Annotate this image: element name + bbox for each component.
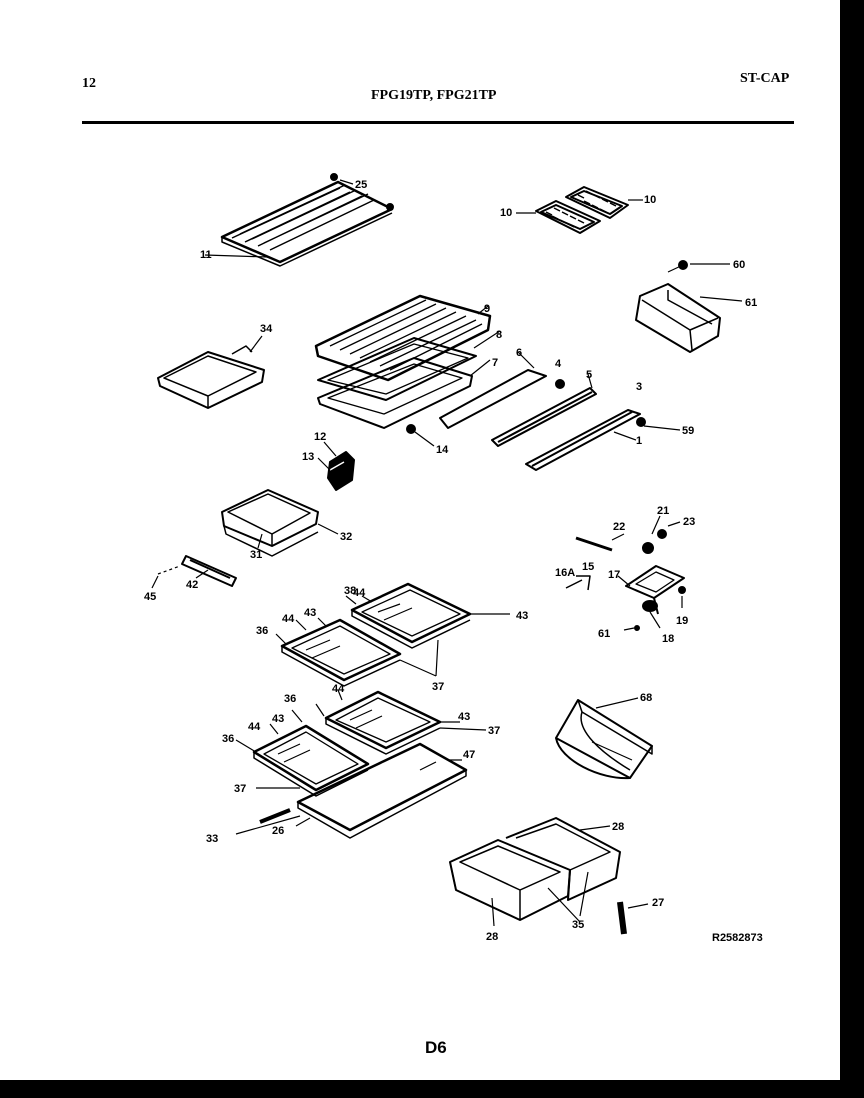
callout-16a: 16A xyxy=(555,567,575,579)
callout-13: 13 xyxy=(302,451,314,463)
page-number: 12 xyxy=(82,76,96,91)
slide-rail-part xyxy=(525,409,641,471)
lower-glass-shelf-part xyxy=(252,690,468,839)
callout-31: 31 xyxy=(250,549,262,561)
header-rule xyxy=(82,121,794,124)
callout-8: 8 xyxy=(496,329,502,341)
callout-28: 28 xyxy=(486,931,498,943)
callout-27: 27 xyxy=(652,897,664,909)
ice-tray-part xyxy=(535,186,629,234)
callout-15: 15 xyxy=(582,561,594,573)
callout-36: 36 xyxy=(284,693,296,705)
page-code: D6 xyxy=(425,1038,447,1057)
callout-6: 6 xyxy=(516,347,522,359)
shelf-rail-part xyxy=(439,369,547,429)
hinge-cam-part xyxy=(327,451,355,491)
callout-21: 21 xyxy=(657,505,669,517)
callout-11: 11 xyxy=(200,249,212,261)
callout-5: 5 xyxy=(586,369,592,381)
callout-44: 44 xyxy=(353,587,366,599)
callout-42: 42 xyxy=(186,579,198,591)
callout-37: 37 xyxy=(234,783,246,795)
shelf-track-part xyxy=(491,387,597,447)
callout-61: 61 xyxy=(745,297,757,309)
callout-45: 45 xyxy=(144,591,156,603)
callout-61: 61 xyxy=(598,628,610,640)
callout-36: 36 xyxy=(256,625,268,637)
callout-47: 47 xyxy=(463,749,475,761)
model-numbers: FPG19TP, FPG21TP xyxy=(371,88,497,103)
reference-code: R2582873 xyxy=(712,932,763,944)
callout-18: 18 xyxy=(662,633,674,645)
wire-shelf-part xyxy=(220,173,394,267)
callout-32: 32 xyxy=(340,531,352,543)
callout-37: 37 xyxy=(488,725,500,737)
freezer-shelf-assembly-part xyxy=(314,294,492,429)
callout-25: 25 xyxy=(355,179,367,191)
diagram-sheet xyxy=(0,0,840,1080)
callout-43: 43 xyxy=(272,713,284,725)
callout-1: 1 xyxy=(636,435,642,447)
callout-10: 10 xyxy=(644,194,656,206)
callout-59: 59 xyxy=(682,425,694,437)
light-shield-part xyxy=(181,555,237,587)
callout-44: 44 xyxy=(248,721,261,733)
callout-14: 14 xyxy=(436,444,449,456)
callout-19: 19 xyxy=(676,615,688,627)
callout-38: 38 xyxy=(344,585,356,597)
callout-9: 9 xyxy=(484,303,490,315)
callout-33: 33 xyxy=(206,833,218,845)
shelf-bracket-part xyxy=(635,260,721,353)
callout-35: 35 xyxy=(572,919,584,931)
callout-60: 60 xyxy=(733,259,745,271)
deli-tray-part xyxy=(221,489,319,557)
callout-37: 37 xyxy=(432,681,444,693)
callout-26: 26 xyxy=(272,825,284,837)
crisper-drawer-part xyxy=(449,817,621,921)
callout-12: 12 xyxy=(314,431,326,443)
callout-44: 44 xyxy=(282,613,295,625)
callout-10: 10 xyxy=(500,207,512,219)
callout-34: 34 xyxy=(260,323,273,335)
callout-22: 22 xyxy=(613,521,625,533)
callout-4: 4 xyxy=(555,358,562,370)
door-bin-part xyxy=(555,699,653,780)
brand-code: ST-CAP xyxy=(740,71,790,86)
callout-7: 7 xyxy=(492,357,498,369)
callout-36: 36 xyxy=(222,733,234,745)
callout-43: 43 xyxy=(304,607,316,619)
callout-43: 43 xyxy=(516,610,528,622)
control-assembly-part xyxy=(565,529,686,631)
callout-17: 17 xyxy=(608,569,620,581)
callout-23: 23 xyxy=(683,516,695,528)
callout-28: 28 xyxy=(612,821,624,833)
small-bin-part xyxy=(157,345,265,409)
upper-glass-shelf-part xyxy=(280,582,472,687)
callout-3: 3 xyxy=(636,381,642,393)
callout-44: 44 xyxy=(332,683,345,695)
callout-68: 68 xyxy=(640,692,652,704)
callout-43: 43 xyxy=(458,711,470,723)
